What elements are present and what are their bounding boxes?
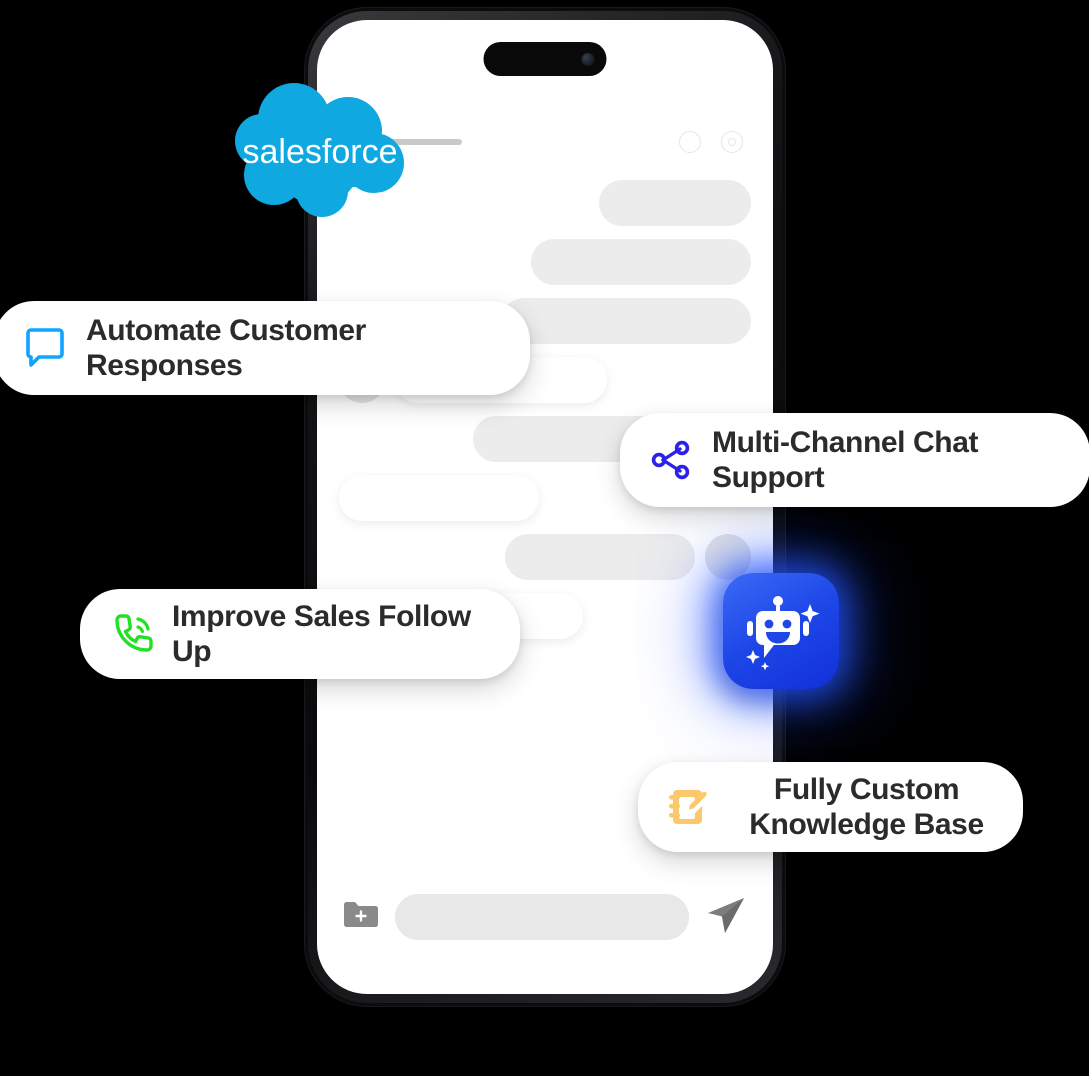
target-inner-dot bbox=[728, 138, 736, 146]
feature-card-multi-channel-chat-support[interactable]: Multi-Channel Chat Support bbox=[620, 413, 1089, 507]
feature-card-label: Multi-Channel Chat Support bbox=[712, 425, 979, 494]
circle-outline-icon[interactable] bbox=[679, 131, 701, 153]
dynamic-island bbox=[483, 42, 607, 76]
app-header bbox=[317, 116, 773, 168]
chat-message-sent bbox=[339, 298, 751, 344]
salesforce-wordmark: salesforce bbox=[243, 133, 398, 171]
phone-call-icon bbox=[108, 609, 158, 659]
chat-bubble-skeleton bbox=[505, 534, 695, 580]
message-input[interactable] bbox=[395, 894, 689, 940]
chat-bubble-skeleton bbox=[501, 298, 751, 344]
ai-robot-chat-icon[interactable] bbox=[723, 573, 839, 689]
salesforce-logo: salesforce bbox=[222, 79, 418, 219]
feature-card-label-line2: Knowledge Base bbox=[749, 808, 984, 841]
chat-message-received bbox=[339, 475, 751, 521]
notebook-pencil-icon bbox=[664, 783, 712, 831]
feature-card-automate-customer-responses[interactable]: Automate Customer Responses bbox=[0, 301, 530, 395]
chat-message-sent bbox=[339, 180, 751, 226]
front-camera-dot bbox=[581, 52, 595, 66]
chat-message-sent bbox=[339, 534, 751, 580]
feature-card-label: Automate Customer Responses bbox=[86, 313, 366, 382]
header-actions bbox=[679, 131, 743, 153]
feature-card-label: Fully Custom Knowledge Base bbox=[728, 772, 1005, 843]
header-title-skeleton bbox=[347, 139, 462, 145]
chat-bubble-skeleton bbox=[339, 475, 539, 521]
chat-bubble-skeleton bbox=[531, 239, 751, 285]
feature-card-fully-custom-knowledge-base[interactable]: Fully Custom Knowledge Base bbox=[638, 762, 1023, 852]
chat-message-sent bbox=[339, 239, 751, 285]
feature-card-label-line1: Fully Custom bbox=[773, 772, 960, 806]
avatar bbox=[705, 534, 751, 580]
feature-card-label: Improve Sales Follow Up bbox=[172, 599, 471, 668]
message-input-bar bbox=[317, 888, 773, 946]
feature-card-improve-sales-follow-up[interactable]: Improve Sales Follow Up bbox=[80, 589, 520, 679]
chat-bubble-icon bbox=[22, 325, 68, 371]
folder-plus-icon[interactable] bbox=[343, 900, 381, 935]
send-paper-plane-icon[interactable] bbox=[703, 893, 747, 942]
share-nodes-icon bbox=[648, 437, 694, 483]
target-circle-icon[interactable] bbox=[721, 131, 743, 153]
chat-bubble-skeleton bbox=[599, 180, 751, 226]
